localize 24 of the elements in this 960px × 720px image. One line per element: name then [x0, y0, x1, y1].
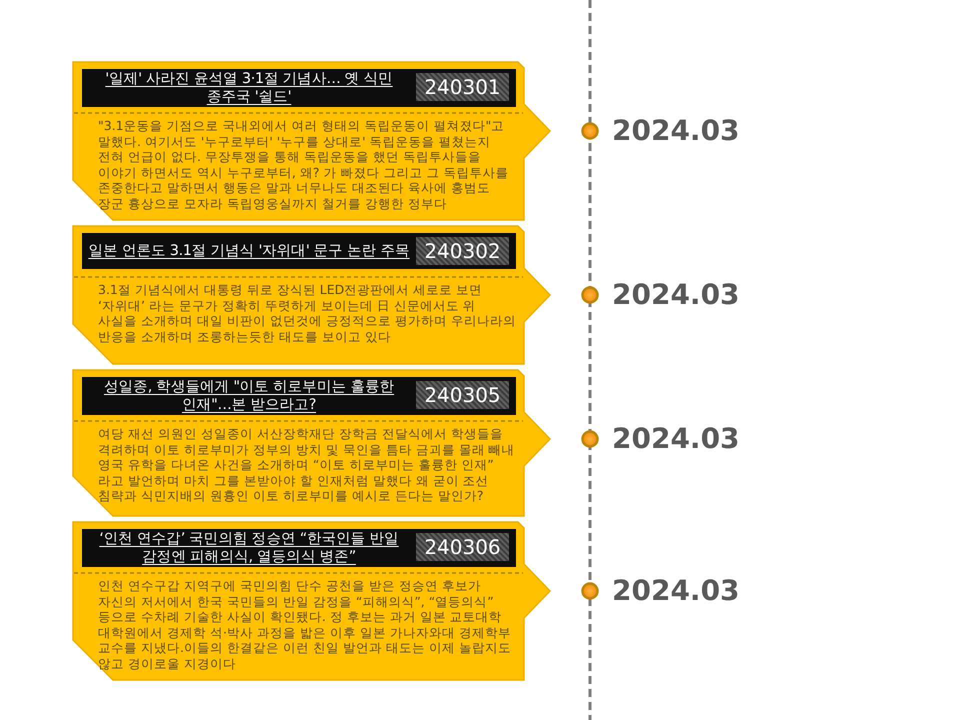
- callout-card: [73, 370, 551, 516]
- callout-card: [73, 522, 551, 680]
- date-label: 2024.03: [612, 114, 740, 148]
- date-code-tile: 240301: [416, 73, 509, 101]
- title-bar: [82, 377, 516, 415]
- headline: 일본 언론도 3.1절 기념식 '자위대' 문구 논란 주목: [87, 242, 411, 260]
- title-bar: [82, 233, 516, 269]
- headline: 성일종, 학생들에게 "이토 히로부미는 훌륭한 인재"…본 받으라고?: [102, 378, 396, 414]
- title-bar: [82, 69, 516, 107]
- date-label: 2024.03: [612, 278, 740, 312]
- headline: '일제' 사라진 윤석열 3·1절 기념사… 옛 식민 종주국 '쉴드': [104, 70, 394, 106]
- date-code-tile: 240306: [416, 533, 509, 561]
- date-label: 2024.03: [612, 422, 740, 456]
- date-code-tile: 240302: [416, 237, 509, 265]
- date-label: 2024.03: [612, 574, 740, 608]
- callout-card: [73, 226, 551, 364]
- date-code-tile: 240305: [416, 381, 509, 409]
- body-text: 여당 재선 의원인 성일종이 서산장학재단 장학금 전달식에서 학생들을 격려하며 이토 히로부미가 정부의 방치 및 묵인을 틈타 금괴를 몰래 빼내 영국 유학을 다녀온 사건을 소개하며 “이토 히로부미는 훌륭한 인재” 라고 발언하며 마치 그를 본받아야 할 인재처럼 말했다 왜 굳이 조선 침략과 식민지배의 원흉인 이토 히로부미를 예시로 든다는 말인가?: [98, 426, 516, 504]
- headline: ‘인천 연수갑’ 국민의힘 정승연 “한국인들 반일 감정엔 피해의식, 열등의식 병존”: [98, 530, 400, 566]
- callout-card: [73, 62, 551, 220]
- body-text: 3.1절 기념식에서 대통령 뒤로 장식된 LED전광판에서 세로로 보면 ‘자위대’ 라는 문구가 정확히 뚜렷하게 보이는데 日 신문에서도 위 사실을 소개하며 대일 비판이 없던것에 긍정적으로 평가하며 우리나라의 반응을 소개하며 조롱하는듯한 태도를 보이고 있다: [98, 282, 516, 344]
- body-text: 인천 연수구갑 지역구에 국민의힘 단수 공천을 받은 정승연 후보가 자신의 저서에서 한국 국민들의 반일 감정을 “피해의식”, “열등의식” 등으로 수차례 기술한 사실이 확인됐다. 정 후보는 과거 일본 교토대학 대학원에서 경제학 석·박사 과정을 밟은 이후 일본 가나자와대 경제학부 교수를 지냈다.이들의 한결같은 이런 친일 발언과 태도는 이제 놀랍지도 않고 경이로울 지경이다: [98, 578, 512, 672]
- body-text: "3.1운동을 기점으로 국내외에서 여러 형태의 독립운동이 펼쳐졌다"고 말했다. 여기서도 '누구로부터' '누구를 상대로' 독립운동을 펼쳤는지 전혀 언급이 없다. 무장투쟁을 통해 독립운동을 했던 독립투사들을 이야기 하면서도 역시 누구로부터, 왜? 가 빠졌다 그리고 그 독립투사를 존중한다고 말하면서 행동은 말과 너무나도 대조된다 육사에 홍범도 장군 흉상으로 모자라 독립영웅실까지 철거를 강행한 정부다: [98, 118, 510, 212]
- title-bar: [82, 529, 516, 567]
